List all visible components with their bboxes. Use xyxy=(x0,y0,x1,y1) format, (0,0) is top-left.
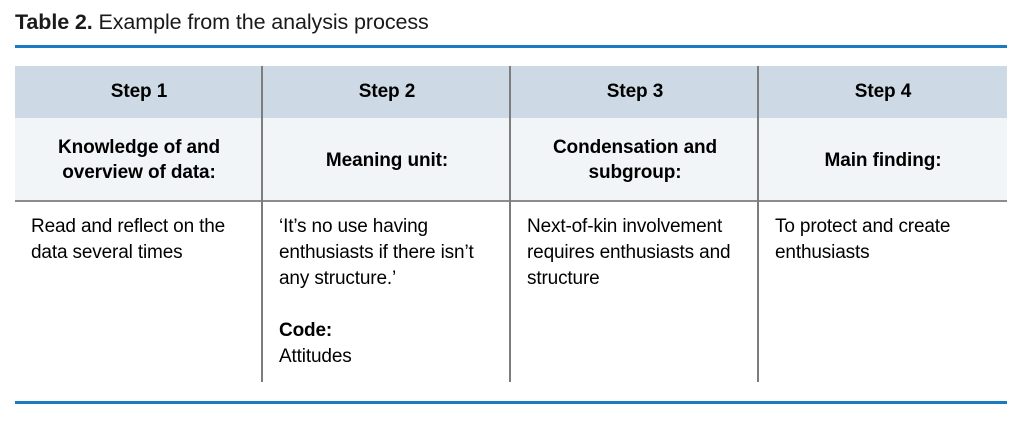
body-cell-2-code: Code: Attitudes xyxy=(279,318,352,370)
body-cell-step-1: Read and reflect on the data several tim… xyxy=(15,202,263,382)
body-band xyxy=(15,202,1007,382)
bottom-accent-rule xyxy=(15,401,1007,404)
table-header-row-titles: Knowledge of and overview of data: Meani… xyxy=(15,118,1007,202)
body-cell-3-text: Next-of-kin involvement requires enthusi… xyxy=(527,216,731,289)
body-cell-1-text: Read and reflect on the data several tim… xyxy=(31,216,226,263)
header-cell-step-3: Step 3 xyxy=(606,81,664,102)
table-caption-text: Example from the analysis process xyxy=(92,10,429,34)
header-cell-title-1: Knowledge of and overview of data: xyxy=(57,137,220,183)
body-cell-2-quote: ‘It’s no use having enthusiasts if there… xyxy=(279,216,474,289)
header-cell-step-4: Step 4 xyxy=(854,81,912,102)
body-cell-step-3: Next-of-kin involvement requires enthusi… xyxy=(511,202,759,382)
header-band-titles xyxy=(15,118,1007,202)
header-cell-step-2: Step 2 xyxy=(358,81,416,102)
table-caption-label: Table 2. xyxy=(15,10,93,34)
header-cell-title-2: Meaning unit: xyxy=(325,149,449,171)
header-cell-title-3: Condensation and subgroup: xyxy=(552,137,718,183)
table-header-row-steps: Step 1 Step 2 Step 3 Step 4 xyxy=(15,66,1007,118)
table-caption: Table 2. Example from the analysis proce… xyxy=(15,8,1005,36)
body-cell-step-2: ‘It’s no use having enthusiasts if there… xyxy=(263,202,511,382)
top-accent-rule xyxy=(15,45,1007,48)
body-cell-2-code-value: Attitudes xyxy=(279,346,352,367)
header-cell-step-1: Step 1 xyxy=(110,81,168,102)
body-cell-4-text: To protect and create enthusiasts xyxy=(775,216,951,263)
table-row: Read and reflect on the data several tim… xyxy=(15,202,1007,382)
header-band-steps xyxy=(15,66,1007,118)
body-cell-step-4: To protect and create enthusiasts xyxy=(759,202,1007,382)
analysis-process-table: Step 1 Step 2 Step 3 Step 4 Knowledge of… xyxy=(15,66,1007,382)
header-cell-title-4: Main finding: xyxy=(824,149,942,171)
body-cell-2-code-label: Code: xyxy=(279,320,333,341)
